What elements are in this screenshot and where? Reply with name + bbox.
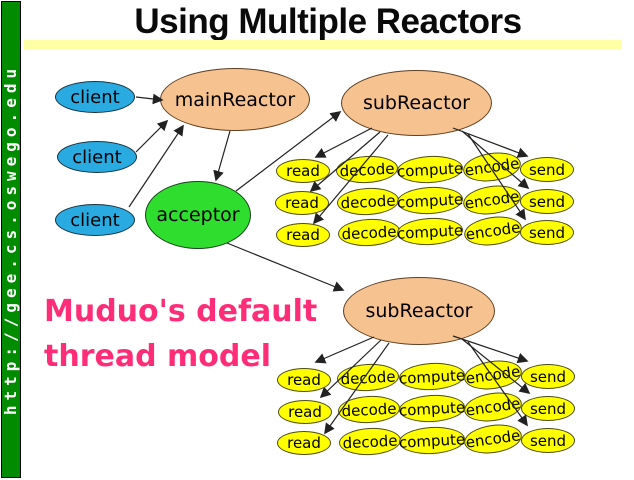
task-encode: encode <box>461 149 523 185</box>
acceptor-ellipse: acceptor <box>145 181 251 249</box>
caption-line-1: Muduo's default <box>44 294 318 329</box>
task-compute: compute <box>396 216 464 247</box>
task-read: read <box>278 400 332 424</box>
task-compute: compute <box>396 185 464 216</box>
arrow-mainreactor-acceptor <box>213 130 231 182</box>
sub-reactor-top-ellipse: subReactor <box>341 70 492 136</box>
task-decode: decode <box>338 426 402 457</box>
arrow-subbottom-send1 <box>452 335 529 364</box>
task-read: read <box>277 431 331 455</box>
task-encode: encode <box>462 421 524 457</box>
task-compute: compute <box>396 154 464 185</box>
task-send: send <box>521 364 575 389</box>
arrow-client2-mainreactor <box>135 119 169 153</box>
arrow-client1-mainreactor <box>135 93 164 105</box>
arrow-subtop-send1 <box>452 127 529 158</box>
task-encode: encode <box>462 389 524 425</box>
task-send: send <box>520 220 574 245</box>
task-send: send <box>521 396 575 421</box>
slide-title: Using Multiple Reactors <box>134 2 522 41</box>
client-ellipse-2: client <box>57 141 137 173</box>
caption-line-2: thread model <box>44 339 271 374</box>
task-read: read <box>275 191 329 215</box>
arrow-acceptor-subreactor-bottom <box>226 242 345 292</box>
task-decode: decode <box>335 154 399 185</box>
client-ellipse-3: client <box>55 204 135 236</box>
task-decode: decode <box>336 362 400 393</box>
arrow-subtop-read1 <box>314 127 373 158</box>
task-compute: compute <box>398 361 466 392</box>
task-decode: decode <box>337 217 401 248</box>
arrow-subbottom-read1 <box>314 336 375 364</box>
client-ellipse-1: client <box>55 81 135 113</box>
main-reactor-ellipse: mainReactor <box>160 68 310 131</box>
task-send: send <box>521 428 575 453</box>
sidebar-url-bar: http://gee.cs.oswego.edu <box>1 1 21 478</box>
task-encode: encode <box>461 182 523 218</box>
task-read: read <box>276 159 330 183</box>
task-encode: encode <box>462 357 524 393</box>
title-underline <box>24 40 622 49</box>
task-decode: decode <box>337 394 401 425</box>
task-encode: encode <box>462 213 524 249</box>
task-send: send <box>520 189 574 214</box>
task-compute: compute <box>398 393 466 424</box>
task-read: read <box>276 223 330 247</box>
sub-reactor-bottom-ellipse: subReactor <box>343 277 495 345</box>
task-decode: decode <box>336 186 400 217</box>
task-compute: compute <box>398 425 466 456</box>
task-send: send <box>520 157 574 182</box>
task-read: read <box>277 368 331 392</box>
sidebar-url-text: http://gee.cs.oswego.edu <box>1 63 21 416</box>
